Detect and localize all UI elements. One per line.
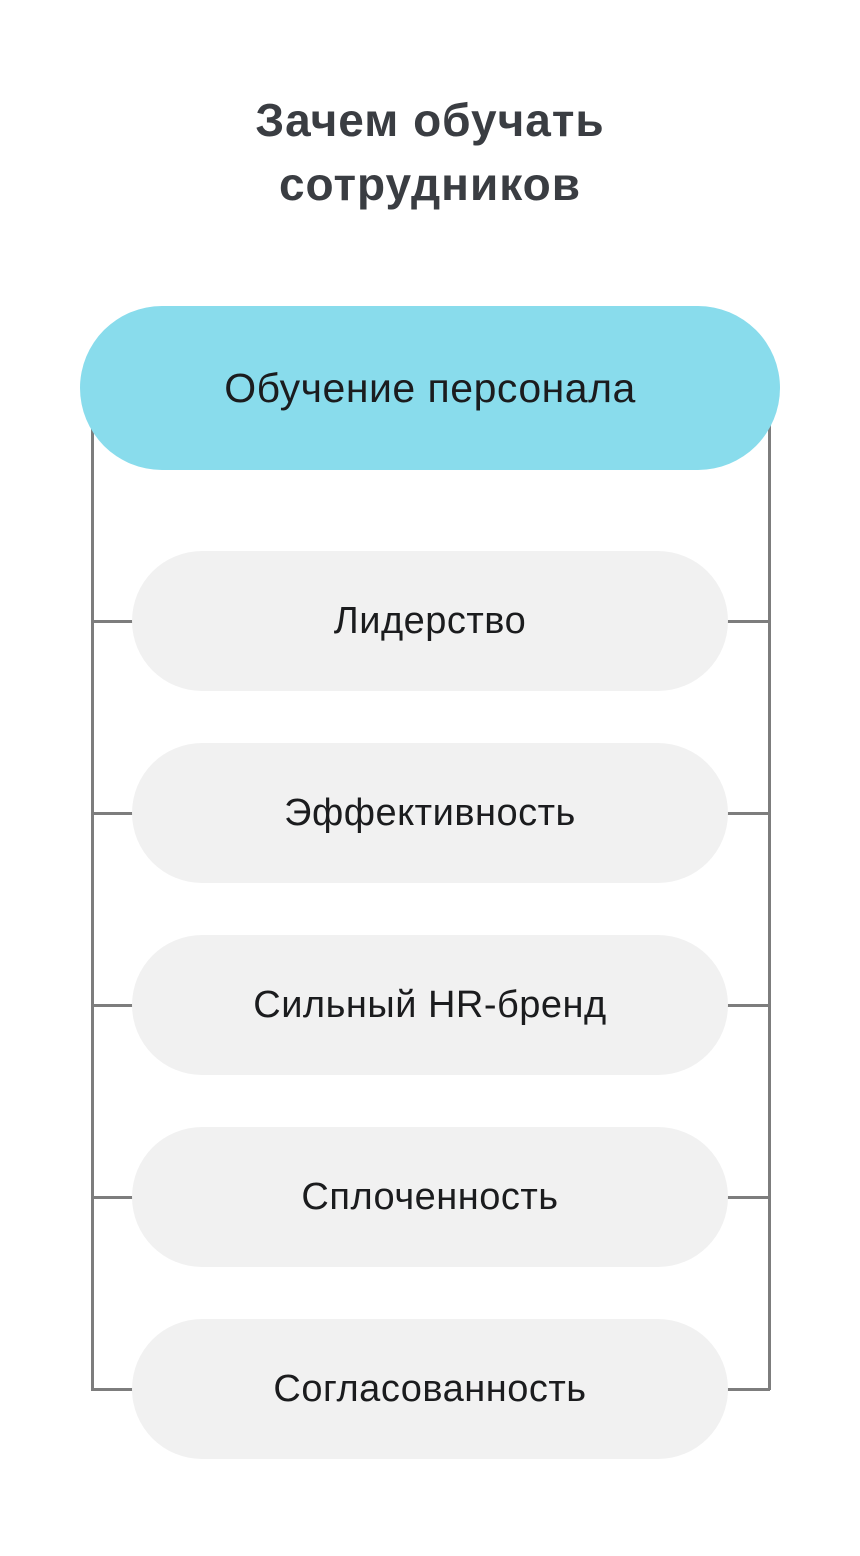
node-label: Согласованность xyxy=(273,1367,587,1410)
page-title-line-1: Зачем обучать xyxy=(255,94,605,146)
node-leadership: Лидерство xyxy=(132,551,728,691)
node-alignment: Согласованность xyxy=(132,1319,728,1459)
connector-stub-left-2 xyxy=(91,811,135,815)
node-strong-hr-brand: Сильный HR-бренд xyxy=(132,935,728,1075)
connector-stub-right-2 xyxy=(726,811,770,815)
connector-stub-right-1 xyxy=(726,619,770,623)
node-root-label: Обучение персонала xyxy=(224,364,636,411)
node-cohesion: Сплоченность xyxy=(132,1127,728,1267)
node-label: Лидерство xyxy=(333,599,527,642)
node-label: Сплоченность xyxy=(301,1175,559,1218)
node-label: Сильный HR-бренд xyxy=(253,983,607,1026)
connector-stub-right-3 xyxy=(726,1003,770,1007)
connector-stub-left-5 xyxy=(91,1387,135,1391)
connector-vertical-left xyxy=(91,388,94,1390)
page-title: Зачем обучать сотрудников xyxy=(0,88,860,216)
connector-stub-left-3 xyxy=(91,1003,135,1007)
page-title-line-2: сотрудников xyxy=(278,158,582,210)
connector-vertical-right xyxy=(768,388,771,1390)
node-efficiency: Эффективность xyxy=(132,743,728,883)
connector-stub-right-5 xyxy=(726,1387,770,1391)
node-label: Эффективность xyxy=(284,791,576,834)
connector-stub-right-4 xyxy=(726,1195,770,1199)
connector-stub-left-4 xyxy=(91,1195,135,1199)
node-root-staff-training: Обучение персонала xyxy=(80,306,780,470)
connector-stub-left-1 xyxy=(91,619,135,623)
